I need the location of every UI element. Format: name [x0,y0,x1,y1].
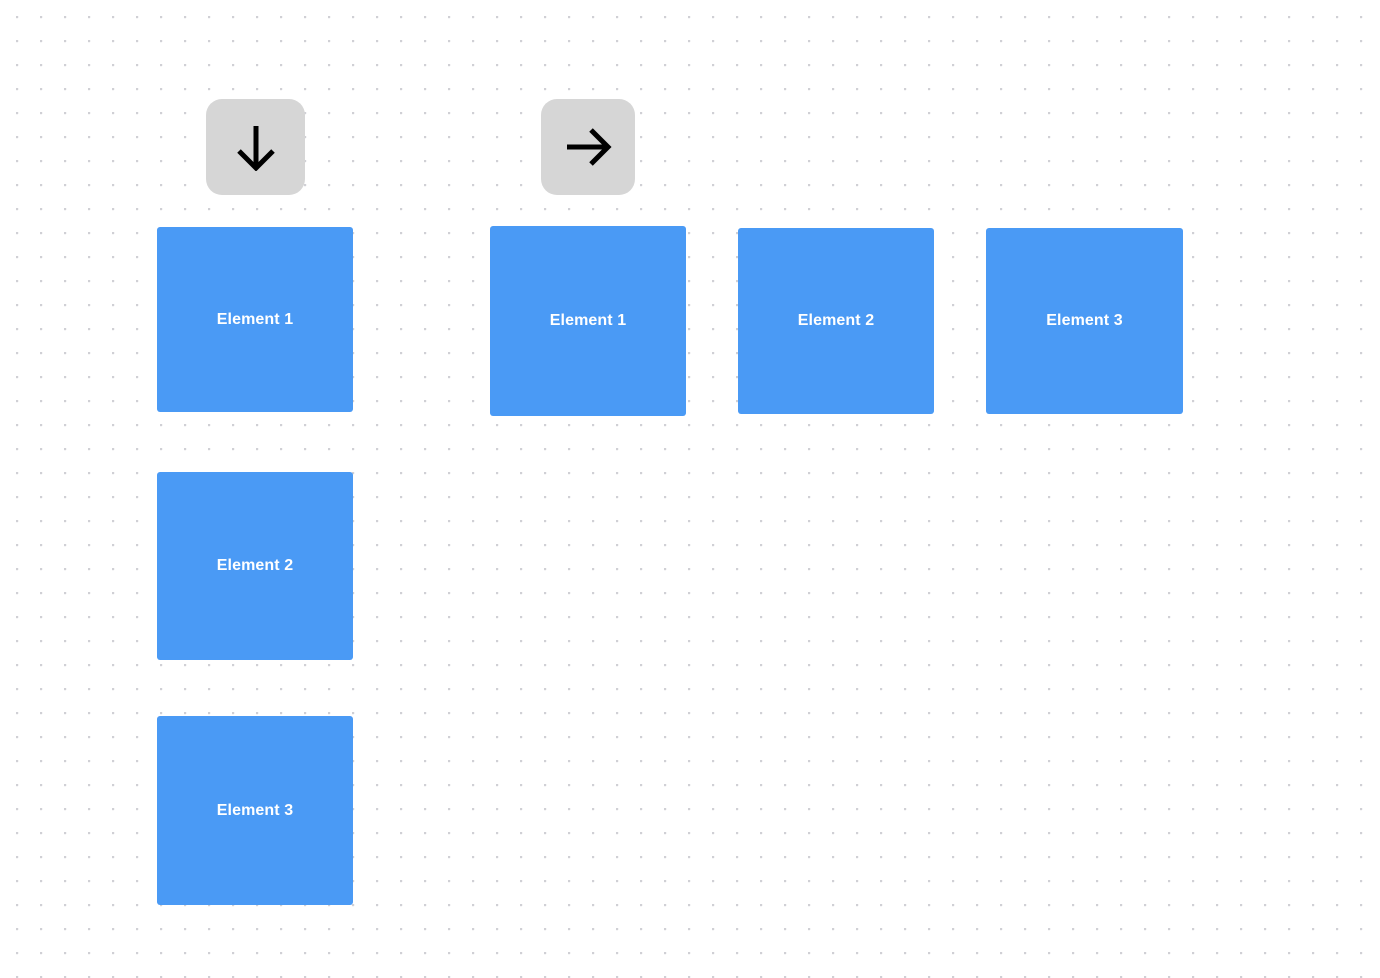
element-label: Element 1 [549,312,627,329]
element-label: Element 1 [216,310,294,328]
element-label: Element 2 [216,557,294,574]
element-label: Element 3 [216,801,294,819]
element-label: Element 3 [1046,312,1123,329]
row-element-1[interactable]: Element 1 [490,226,686,416]
element-label: Element 2 [797,312,875,329]
arrow-right-icon [564,125,612,169]
column-element-1[interactable]: Element 1 [157,227,353,412]
arrange-horizontal-button[interactable] [541,99,635,195]
arrow-down-icon [234,123,278,171]
arrange-vertical-button[interactable] [206,99,305,195]
column-element-2[interactable]: Element 2 [157,472,353,660]
column-element-3[interactable]: Element 3 [157,716,353,905]
row-element-3[interactable]: Element 3 [986,228,1183,414]
row-element-2[interactable]: Element 2 [738,228,934,414]
